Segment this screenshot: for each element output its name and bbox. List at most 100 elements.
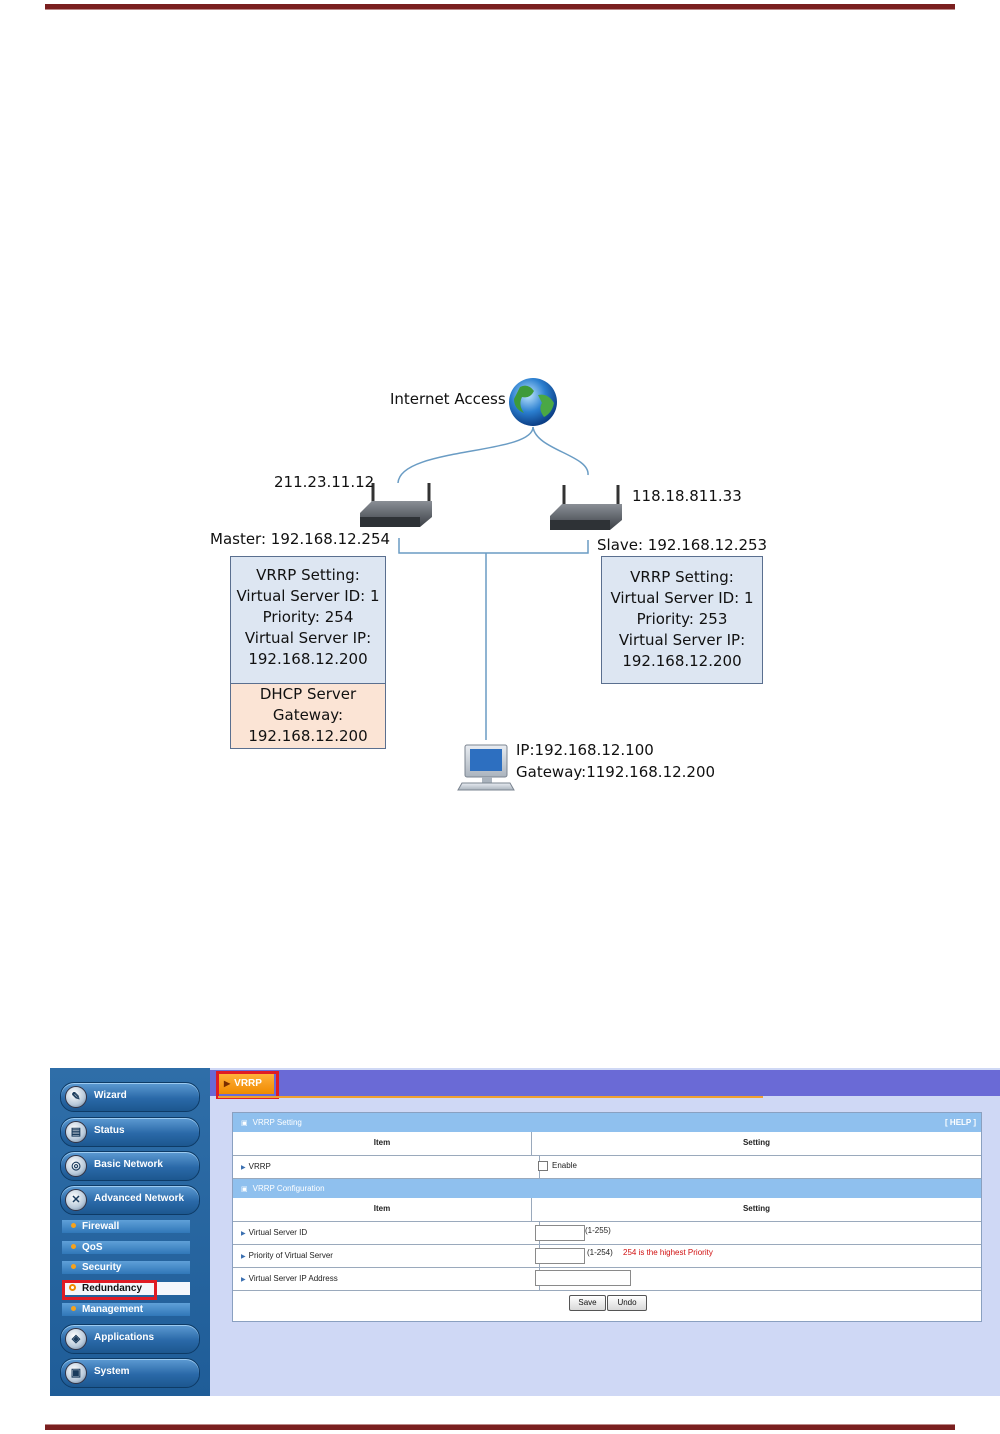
col-item-header: Item: [233, 1198, 532, 1221]
row-setting-cell: Enable: [532, 1156, 981, 1178]
master-box-line: VRRP Setting:: [256, 566, 360, 584]
subitem-management[interactable]: Management: [62, 1303, 190, 1316]
priority-input[interactable]: [535, 1248, 585, 1264]
col-item-header: Item: [233, 1132, 532, 1155]
virtual-server-id-input[interactable]: [535, 1225, 585, 1241]
slave-lan-label: Slave: 192.168.12.253: [597, 536, 768, 554]
subitem-label: Firewall: [82, 1221, 120, 1232]
col-setting-header: Setting: [742, 1204, 771, 1213]
subitem-label: QoS: [82, 1242, 103, 1253]
nav-advanced-network[interactable]: ✕ Advanced Network: [60, 1185, 200, 1215]
nav-wizard[interactable]: ✎ Wizard: [60, 1082, 200, 1112]
dhcp-box-line: 192.168.12.200: [248, 727, 368, 745]
vrrp-network-diagram: Internet Access 211.23.11.12 118.18.811.…: [160, 335, 780, 800]
row-setting-cell: (1-255): [532, 1222, 981, 1244]
table-header-row: Item Setting: [233, 1198, 981, 1222]
slave-box-line: Priority: 253: [636, 610, 728, 628]
network-globe-icon: ◎: [65, 1155, 87, 1177]
bullet-arrow-icon: ▶: [241, 1277, 246, 1283]
nav-applications[interactable]: ◈ Applications: [60, 1324, 200, 1354]
master-box-line: Virtual Server IP:: [244, 629, 372, 647]
button-row: Save Undo: [233, 1291, 981, 1315]
undo-button[interactable]: Undo: [607, 1295, 647, 1311]
master-box-line: Virtual Server ID: 1: [236, 587, 380, 605]
row-setting-cell: (1-254) 254 is the highest Priority: [532, 1245, 981, 1267]
dhcp-box-line: DHCP Server: [259, 685, 357, 703]
help-link[interactable]: [ HELP ]: [945, 1118, 976, 1127]
internet-access-label: Internet Access: [390, 390, 506, 408]
virtual-server-ip-input[interactable]: [535, 1270, 631, 1286]
priority-note: 254 is the highest Priority: [623, 1248, 713, 1257]
row-setting-cell: [532, 1268, 981, 1290]
section-title: VRRP Configuration: [252, 1184, 325, 1193]
table-row: ▶Virtual Server ID (1-255): [233, 1222, 981, 1245]
row-label-cell: ▶Virtual Server ID: [233, 1222, 540, 1244]
subitem-qos[interactable]: QoS: [62, 1241, 190, 1254]
sidebar: ✎ Wizard ▤ Status ◎ Basic Network ✕ Adva…: [50, 1068, 210, 1396]
slave-box-line: 192.168.12.200: [622, 652, 742, 670]
slave-wan-ip: 118.18.811.33: [632, 487, 742, 505]
row-label-cell: ▶Virtual Server IP Address: [233, 1268, 540, 1290]
section-header-vrrp-configuration: ▣ VRRP Configuration: [233, 1179, 981, 1198]
nav-label: Advanced Network: [94, 1193, 185, 1204]
client-ip-label: IP:192.168.12.100: [516, 741, 654, 759]
subitem-label: Redundancy: [82, 1283, 143, 1294]
nav-label: Status: [94, 1125, 125, 1136]
nav-status[interactable]: ▤ Status: [60, 1117, 200, 1147]
title-bar: ▶VRRP: [210, 1070, 1000, 1099]
master-box-line: 192.168.12.200: [248, 650, 368, 668]
nav-label: System: [94, 1366, 130, 1377]
row-label: Virtual Server IP Address: [248, 1274, 338, 1283]
globe-icon: [509, 378, 557, 426]
subitem-redundancy[interactable]: Redundancy: [62, 1282, 190, 1295]
master-wan-ip: 211.23.11.12: [274, 473, 375, 491]
collapse-icon[interactable]: ▣: [241, 1186, 248, 1193]
applications-icon: ◈: [65, 1328, 87, 1350]
vrrp-panel: ▣VRRP Setting [ HELP ] Item Setting ▶VRR…: [232, 1112, 982, 1322]
row-label-cell: ▶VRRP: [233, 1156, 540, 1178]
row-label: VRRP: [248, 1162, 271, 1171]
wand-icon: ✎: [65, 1086, 87, 1108]
top-page-rule: [45, 4, 955, 10]
tab-vrrp[interactable]: ▶VRRP: [218, 1074, 274, 1094]
section-title: VRRP Setting: [252, 1118, 302, 1127]
slave-vrrp-box: VRRP Setting: Virtual Server ID: 1 Prior…: [601, 556, 763, 684]
tools-icon: ✕: [65, 1189, 87, 1211]
master-box-line: Priority: 254: [262, 608, 354, 626]
bullet-arrow-icon: ▶: [241, 1254, 246, 1260]
col-setting-header: Setting: [742, 1138, 771, 1147]
section-header-vrrp-setting: ▣ VRRP Setting [ HELP ]: [233, 1113, 981, 1132]
slave-router-icon: [550, 485, 622, 530]
bottom-page-rule: [45, 1424, 955, 1430]
play-arrow-icon: ▶: [224, 1079, 231, 1088]
dhcp-server-box: DHCP Server Gateway: 192.168.12.200: [230, 683, 386, 749]
status-chart-icon: ▤: [65, 1121, 87, 1143]
subitem-firewall[interactable]: Firewall: [62, 1220, 190, 1233]
table-row: ▶VRRP Enable: [233, 1156, 981, 1179]
nav-label: Wizard: [94, 1090, 127, 1101]
range-hint: (1-254): [587, 1248, 613, 1257]
table-row: ▶Virtual Server IP Address: [233, 1268, 981, 1291]
tab-highlight-frame: [216, 1071, 279, 1099]
subitem-label: Security: [82, 1262, 122, 1273]
vrrp-enable-checkbox[interactable]: [538, 1161, 548, 1171]
bullet-arrow-icon: ▶: [241, 1231, 246, 1237]
tab-label: VRRP: [234, 1078, 262, 1089]
system-icon: ▣: [65, 1362, 87, 1384]
computer-icon: [457, 744, 515, 791]
dhcp-box-line: Gateway:: [272, 706, 344, 724]
subitem-security[interactable]: Security: [62, 1261, 190, 1274]
row-label: Priority of Virtual Server: [248, 1251, 333, 1260]
bullet-arrow-icon: ▶: [241, 1165, 246, 1171]
collapse-icon[interactable]: ▣: [241, 1120, 248, 1127]
nav-system[interactable]: ▣ System: [60, 1358, 200, 1388]
save-button[interactable]: Save: [569, 1295, 606, 1311]
slave-box-line: Virtual Server IP:: [618, 631, 746, 649]
router-admin-screenshot: ✎ Wizard ▤ Status ◎ Basic Network ✕ Adva…: [50, 1068, 1000, 1396]
nav-label: Applications: [94, 1332, 155, 1343]
master-vrrp-box: VRRP Setting: Virtual Server ID: 1 Prior…: [230, 556, 386, 692]
client-gateway-label: Gateway:1192.168.12.200: [516, 763, 716, 781]
main-content: ▶VRRP ▣VRRP Setting [ HELP ] Item Settin…: [210, 1068, 1000, 1396]
nav-basic-network[interactable]: ◎ Basic Network: [60, 1151, 200, 1181]
range-hint: (1-255): [585, 1226, 611, 1235]
